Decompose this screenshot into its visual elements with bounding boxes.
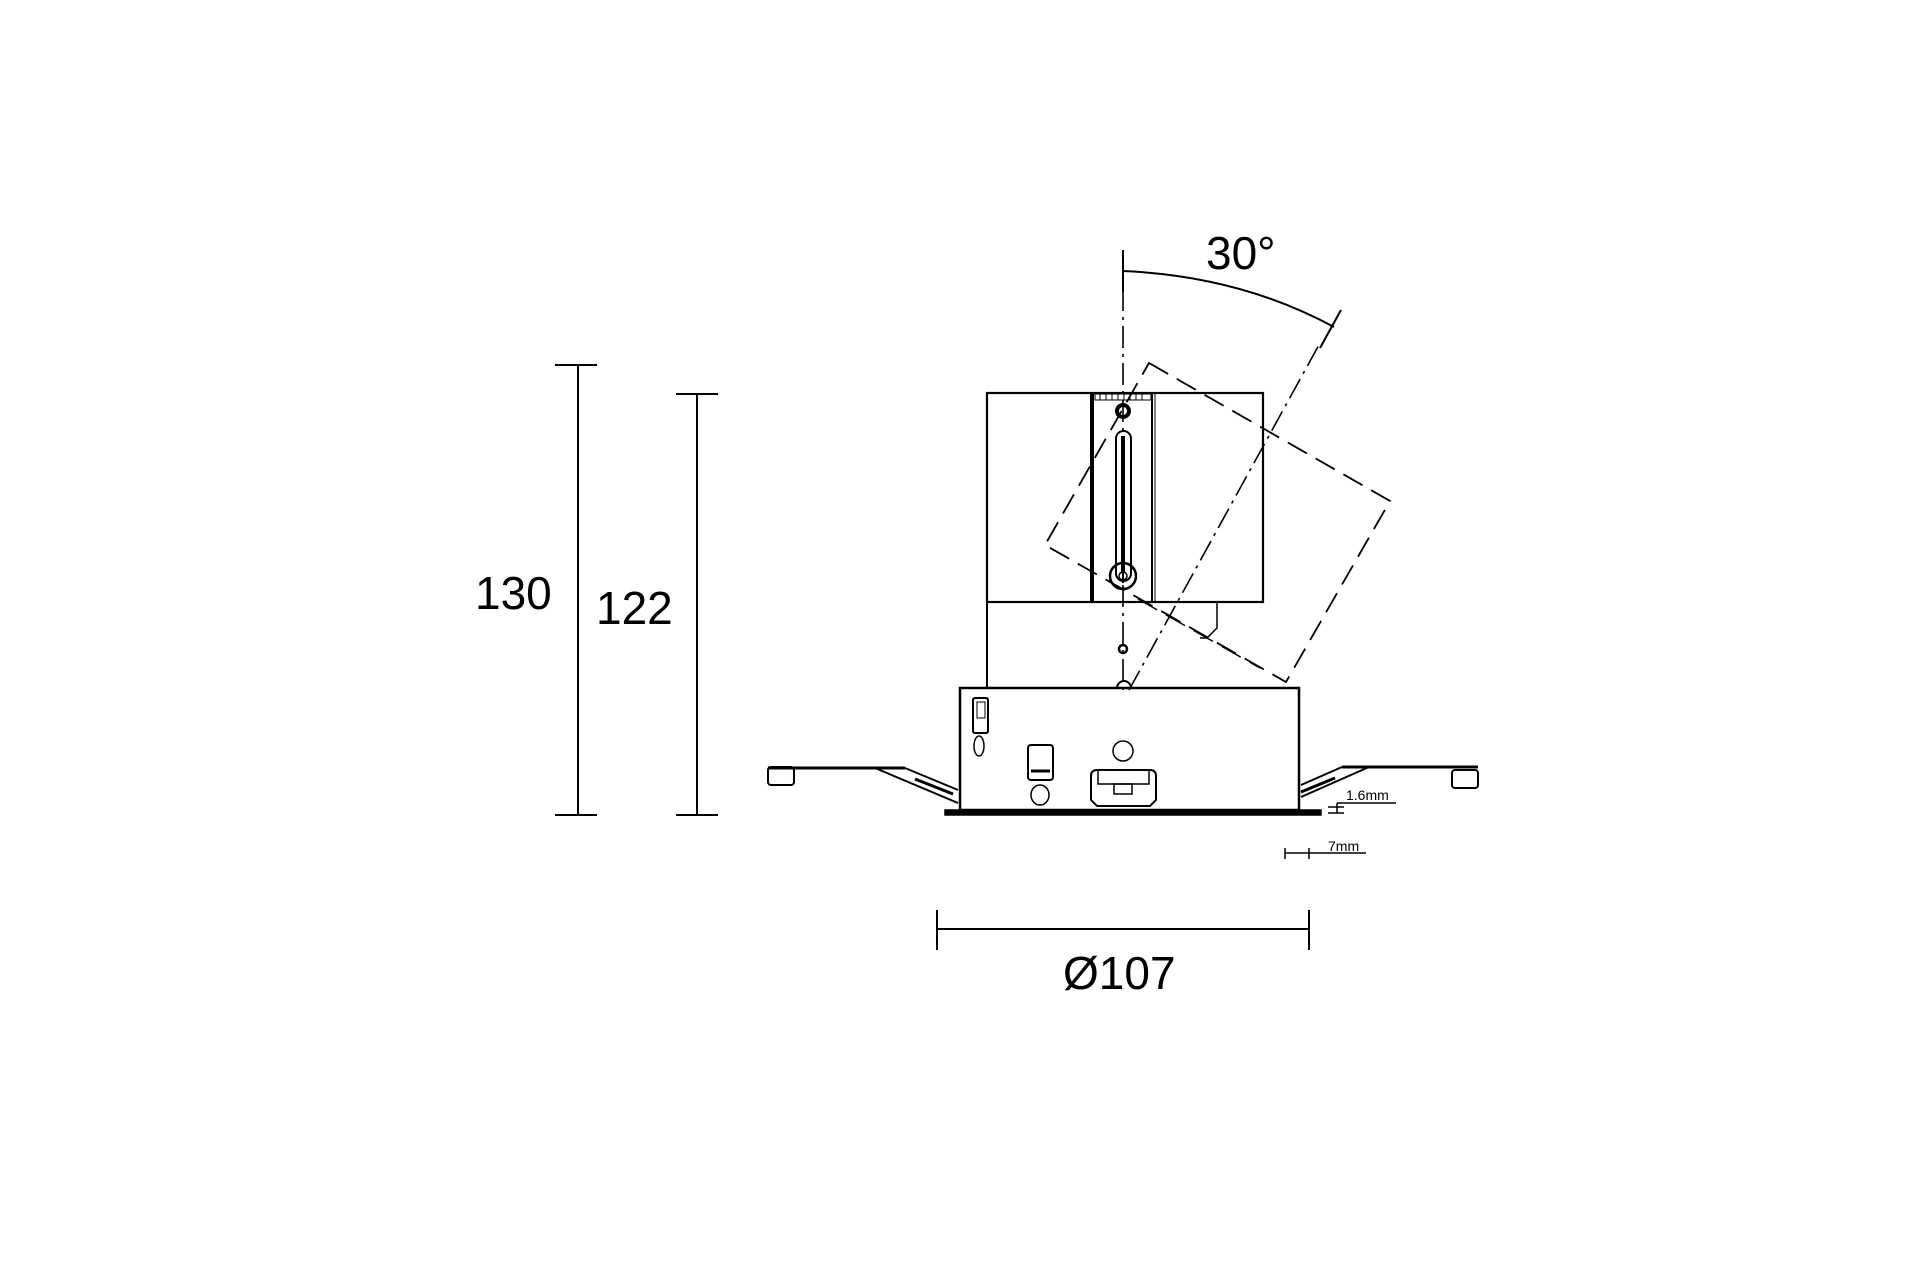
dimension-122: [676, 393, 718, 816]
dimension-flange-thickness: [1328, 802, 1396, 814]
lamp-housing: [985, 391, 1265, 688]
diameter-label: Ø107: [1063, 947, 1176, 999]
dimension-130: [555, 364, 597, 816]
tilted-housing-outline: [1043, 361, 1392, 684]
dimension-flange-width: [1284, 848, 1366, 859]
overall-height-label: 130: [475, 567, 552, 619]
dimension-diameter: [936, 910, 1310, 950]
flange-thickness-label: 1.6mm: [1346, 787, 1389, 803]
left-spring-clip: [767, 766, 959, 804]
tilted-axis: [1128, 342, 1321, 691]
flange-width-label: 7mm: [1328, 838, 1360, 854]
angle-label: 30°: [1206, 227, 1276, 279]
angle-dimension: [1122, 250, 1342, 349]
right-spring-clip: [1300, 765, 1479, 798]
trim-body: [944, 680, 1322, 816]
body-height-label: 122: [596, 582, 673, 634]
